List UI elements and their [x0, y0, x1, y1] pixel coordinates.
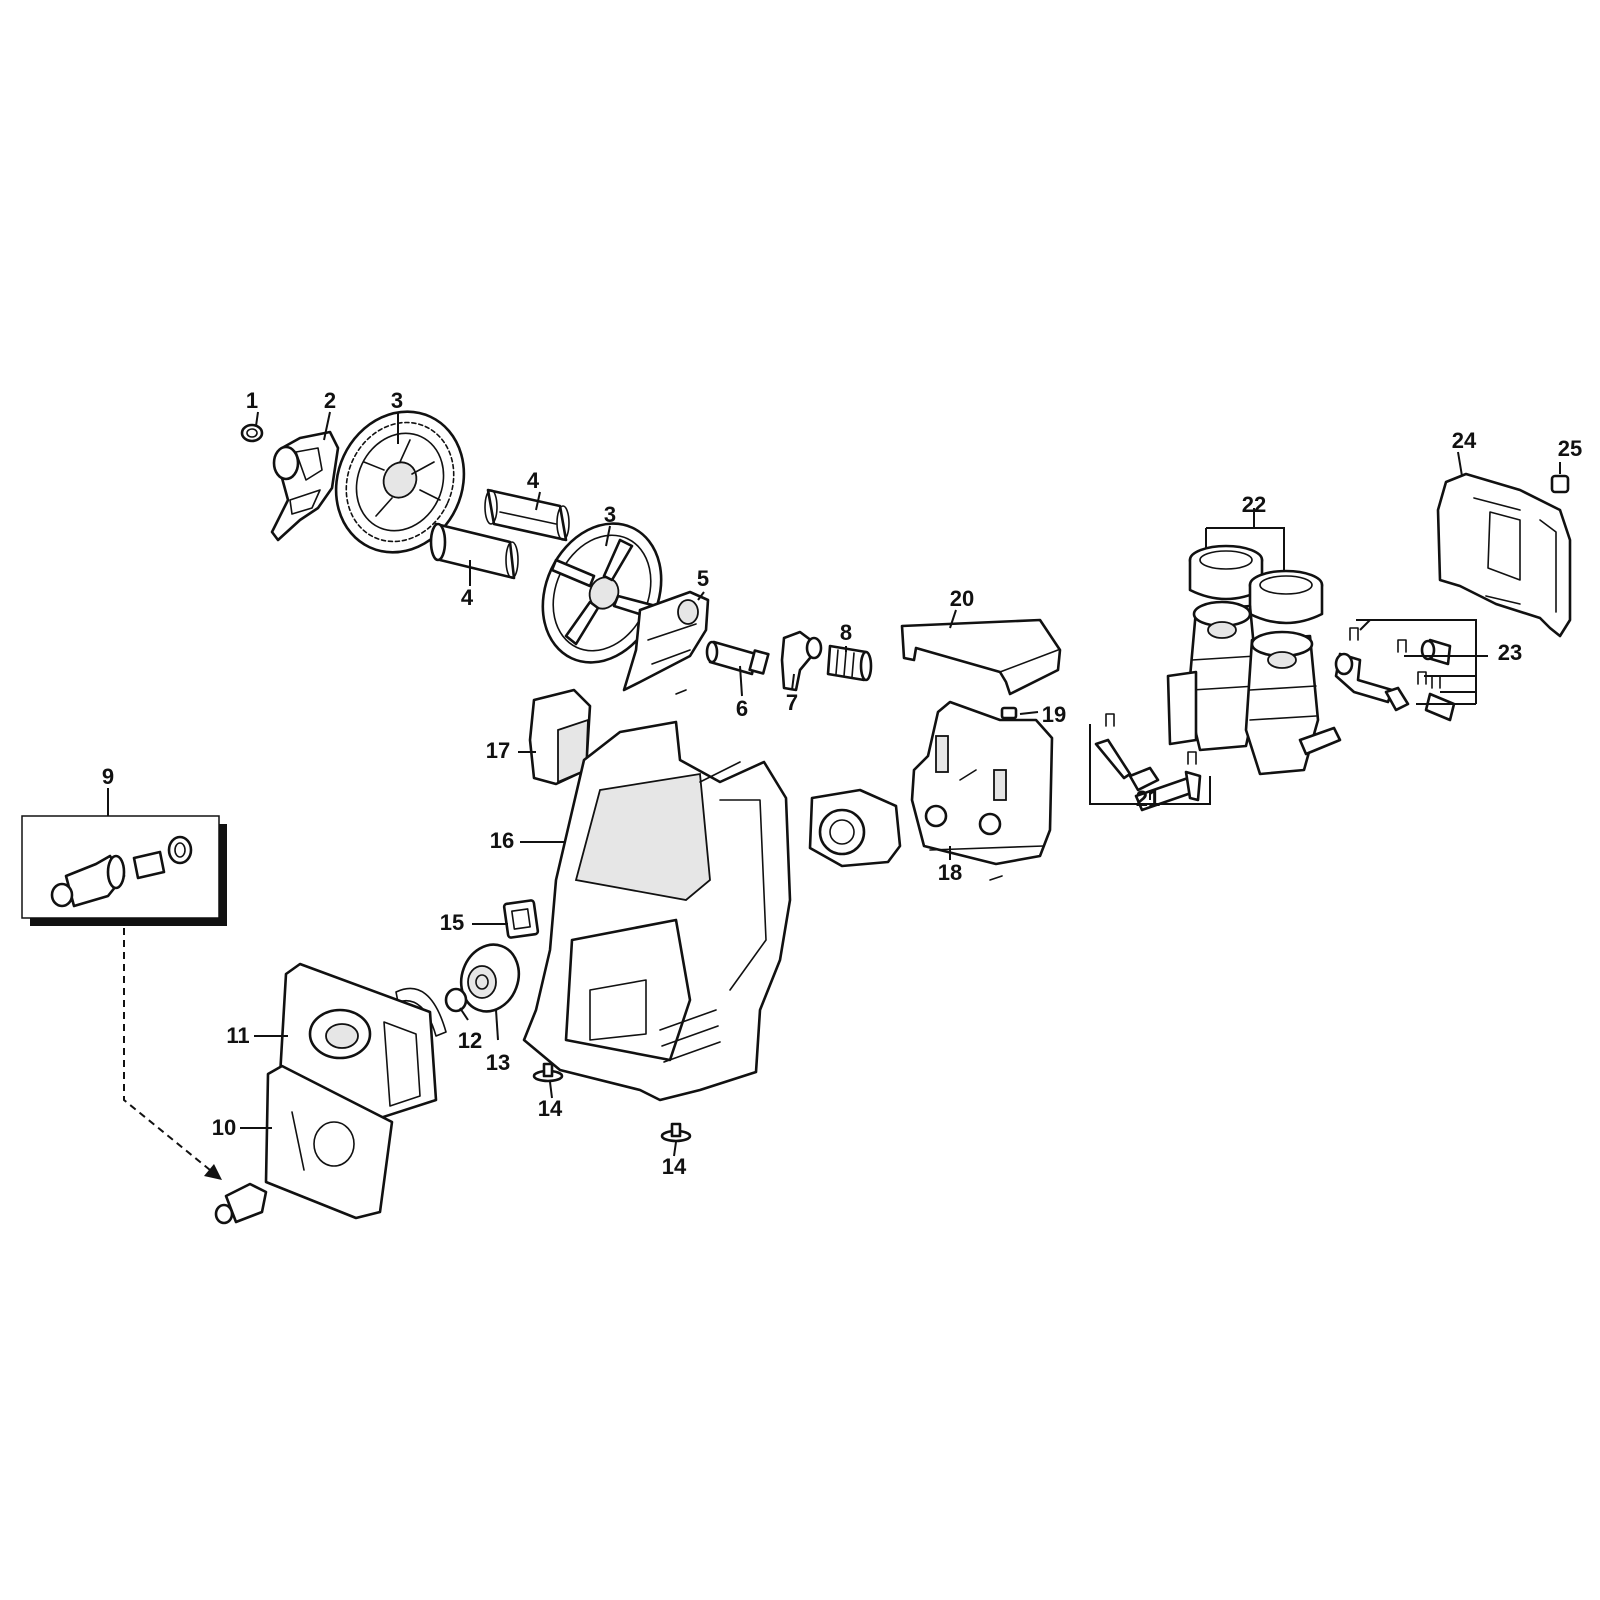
callout-21: 21	[1136, 786, 1160, 811]
part-3-reel-wheel-spoked	[541, 522, 663, 664]
part-10-front-cover	[264, 1064, 394, 1220]
part-16-main-body	[522, 720, 792, 1102]
part-23-fittings	[1334, 627, 1456, 722]
part-25-cap	[1550, 474, 1570, 494]
callout-22: 22	[1242, 492, 1266, 517]
callout-14a: 14	[538, 1096, 563, 1121]
part-11-inlet-panel	[278, 962, 438, 1120]
callout-20: 20	[950, 586, 974, 611]
part-7-latch	[780, 630, 823, 692]
callout-2: 2	[324, 388, 336, 413]
part-22-pump-cap-right	[1248, 569, 1324, 625]
part-2-crank-housing	[270, 430, 340, 542]
part-3-reel-disk-toothed	[334, 410, 466, 554]
callout-8: 8	[840, 620, 852, 645]
part-17-handle-insert	[528, 688, 592, 786]
pump-motor-right	[1244, 630, 1342, 776]
switch-socket-module	[808, 788, 902, 868]
callout-9: 9	[102, 764, 114, 789]
callout-5: 5	[697, 566, 709, 591]
part-13-hose-connector	[459, 943, 521, 1013]
callout-23: 23	[1498, 640, 1522, 665]
callout-10: 10	[212, 1115, 236, 1140]
callout-3b: 3	[604, 502, 616, 527]
callout-12: 12	[458, 1028, 482, 1053]
part-1-cap	[240, 423, 264, 443]
callout-4a: 4	[527, 468, 540, 493]
arc-seal	[395, 987, 447, 1037]
callout-24: 24	[1452, 428, 1477, 453]
part-20-top-cover	[900, 618, 1062, 696]
callout-15: 15	[440, 910, 464, 935]
callout-18: 18	[938, 860, 962, 885]
part-19-clip	[1000, 706, 1018, 720]
leader-lines	[107, 411, 1561, 1157]
callout-16: 16	[490, 828, 514, 853]
part-18-motor-housing	[910, 700, 1054, 881]
part-14-foot-a	[532, 1062, 564, 1083]
part-8-grip	[826, 644, 873, 682]
part-24-rear-housing	[1436, 472, 1572, 638]
callout-6: 6	[736, 696, 748, 721]
part-15-gasket	[502, 899, 540, 939]
inset-reference-arrow	[123, 928, 222, 1180]
part-4-reel-shell-upper	[484, 488, 570, 542]
callout-7: 7	[786, 690, 798, 715]
part-9-inset	[21, 815, 227, 926]
part-4-reel-shell-lower	[429, 522, 519, 580]
part-21-pipes	[1094, 713, 1202, 812]
part-6-axle-shaft	[705, 640, 770, 676]
part-14-foot-b	[660, 1122, 692, 1143]
callout-19: 19	[1042, 702, 1066, 727]
callout-labels: 1 2 3 4 4 3 5 6 7 8 20 19 18 21 22 23 24…	[102, 388, 1582, 1179]
part-12-o-ring	[444, 987, 468, 1013]
pump-motor-left	[1166, 600, 1260, 752]
callout-17: 17	[486, 738, 510, 763]
callout-1: 1	[246, 388, 258, 413]
callout-3a: 3	[391, 388, 403, 413]
callout-14b: 14	[662, 1154, 687, 1179]
part-5-reel-bracket	[622, 590, 710, 695]
callout-11: 11	[226, 1023, 249, 1048]
inlet-fitting	[214, 1182, 268, 1225]
callout-4b: 4	[461, 585, 474, 610]
callout-13: 13	[486, 1050, 510, 1075]
callout-25: 25	[1558, 436, 1582, 461]
